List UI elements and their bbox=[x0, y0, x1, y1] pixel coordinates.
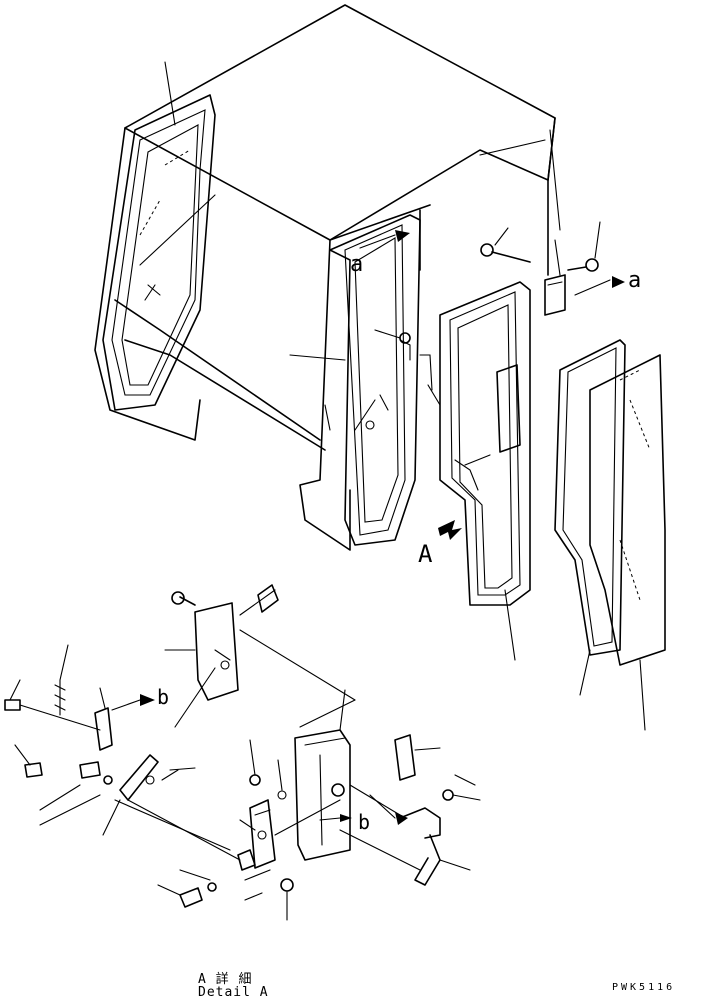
drawing-code: PWK5116 bbox=[612, 982, 676, 993]
hinge-assembly bbox=[359, 221, 625, 316]
cab-body bbox=[94, 4, 561, 551]
door-frame bbox=[439, 281, 531, 661]
view-arrow bbox=[438, 520, 462, 540]
callout-a-right: a bbox=[628, 268, 642, 293]
callout-b-left: b bbox=[157, 685, 170, 709]
door-glass bbox=[554, 339, 666, 731]
callout-b-right: b bbox=[358, 810, 371, 834]
callout-a-top: a bbox=[350, 252, 364, 277]
detail-a-assembly bbox=[4, 584, 481, 921]
view-marker-A: A bbox=[418, 540, 433, 568]
detail-caption-en: Detail A bbox=[198, 985, 269, 1000]
detail-caption-jp: A 詳 細 bbox=[198, 972, 253, 987]
